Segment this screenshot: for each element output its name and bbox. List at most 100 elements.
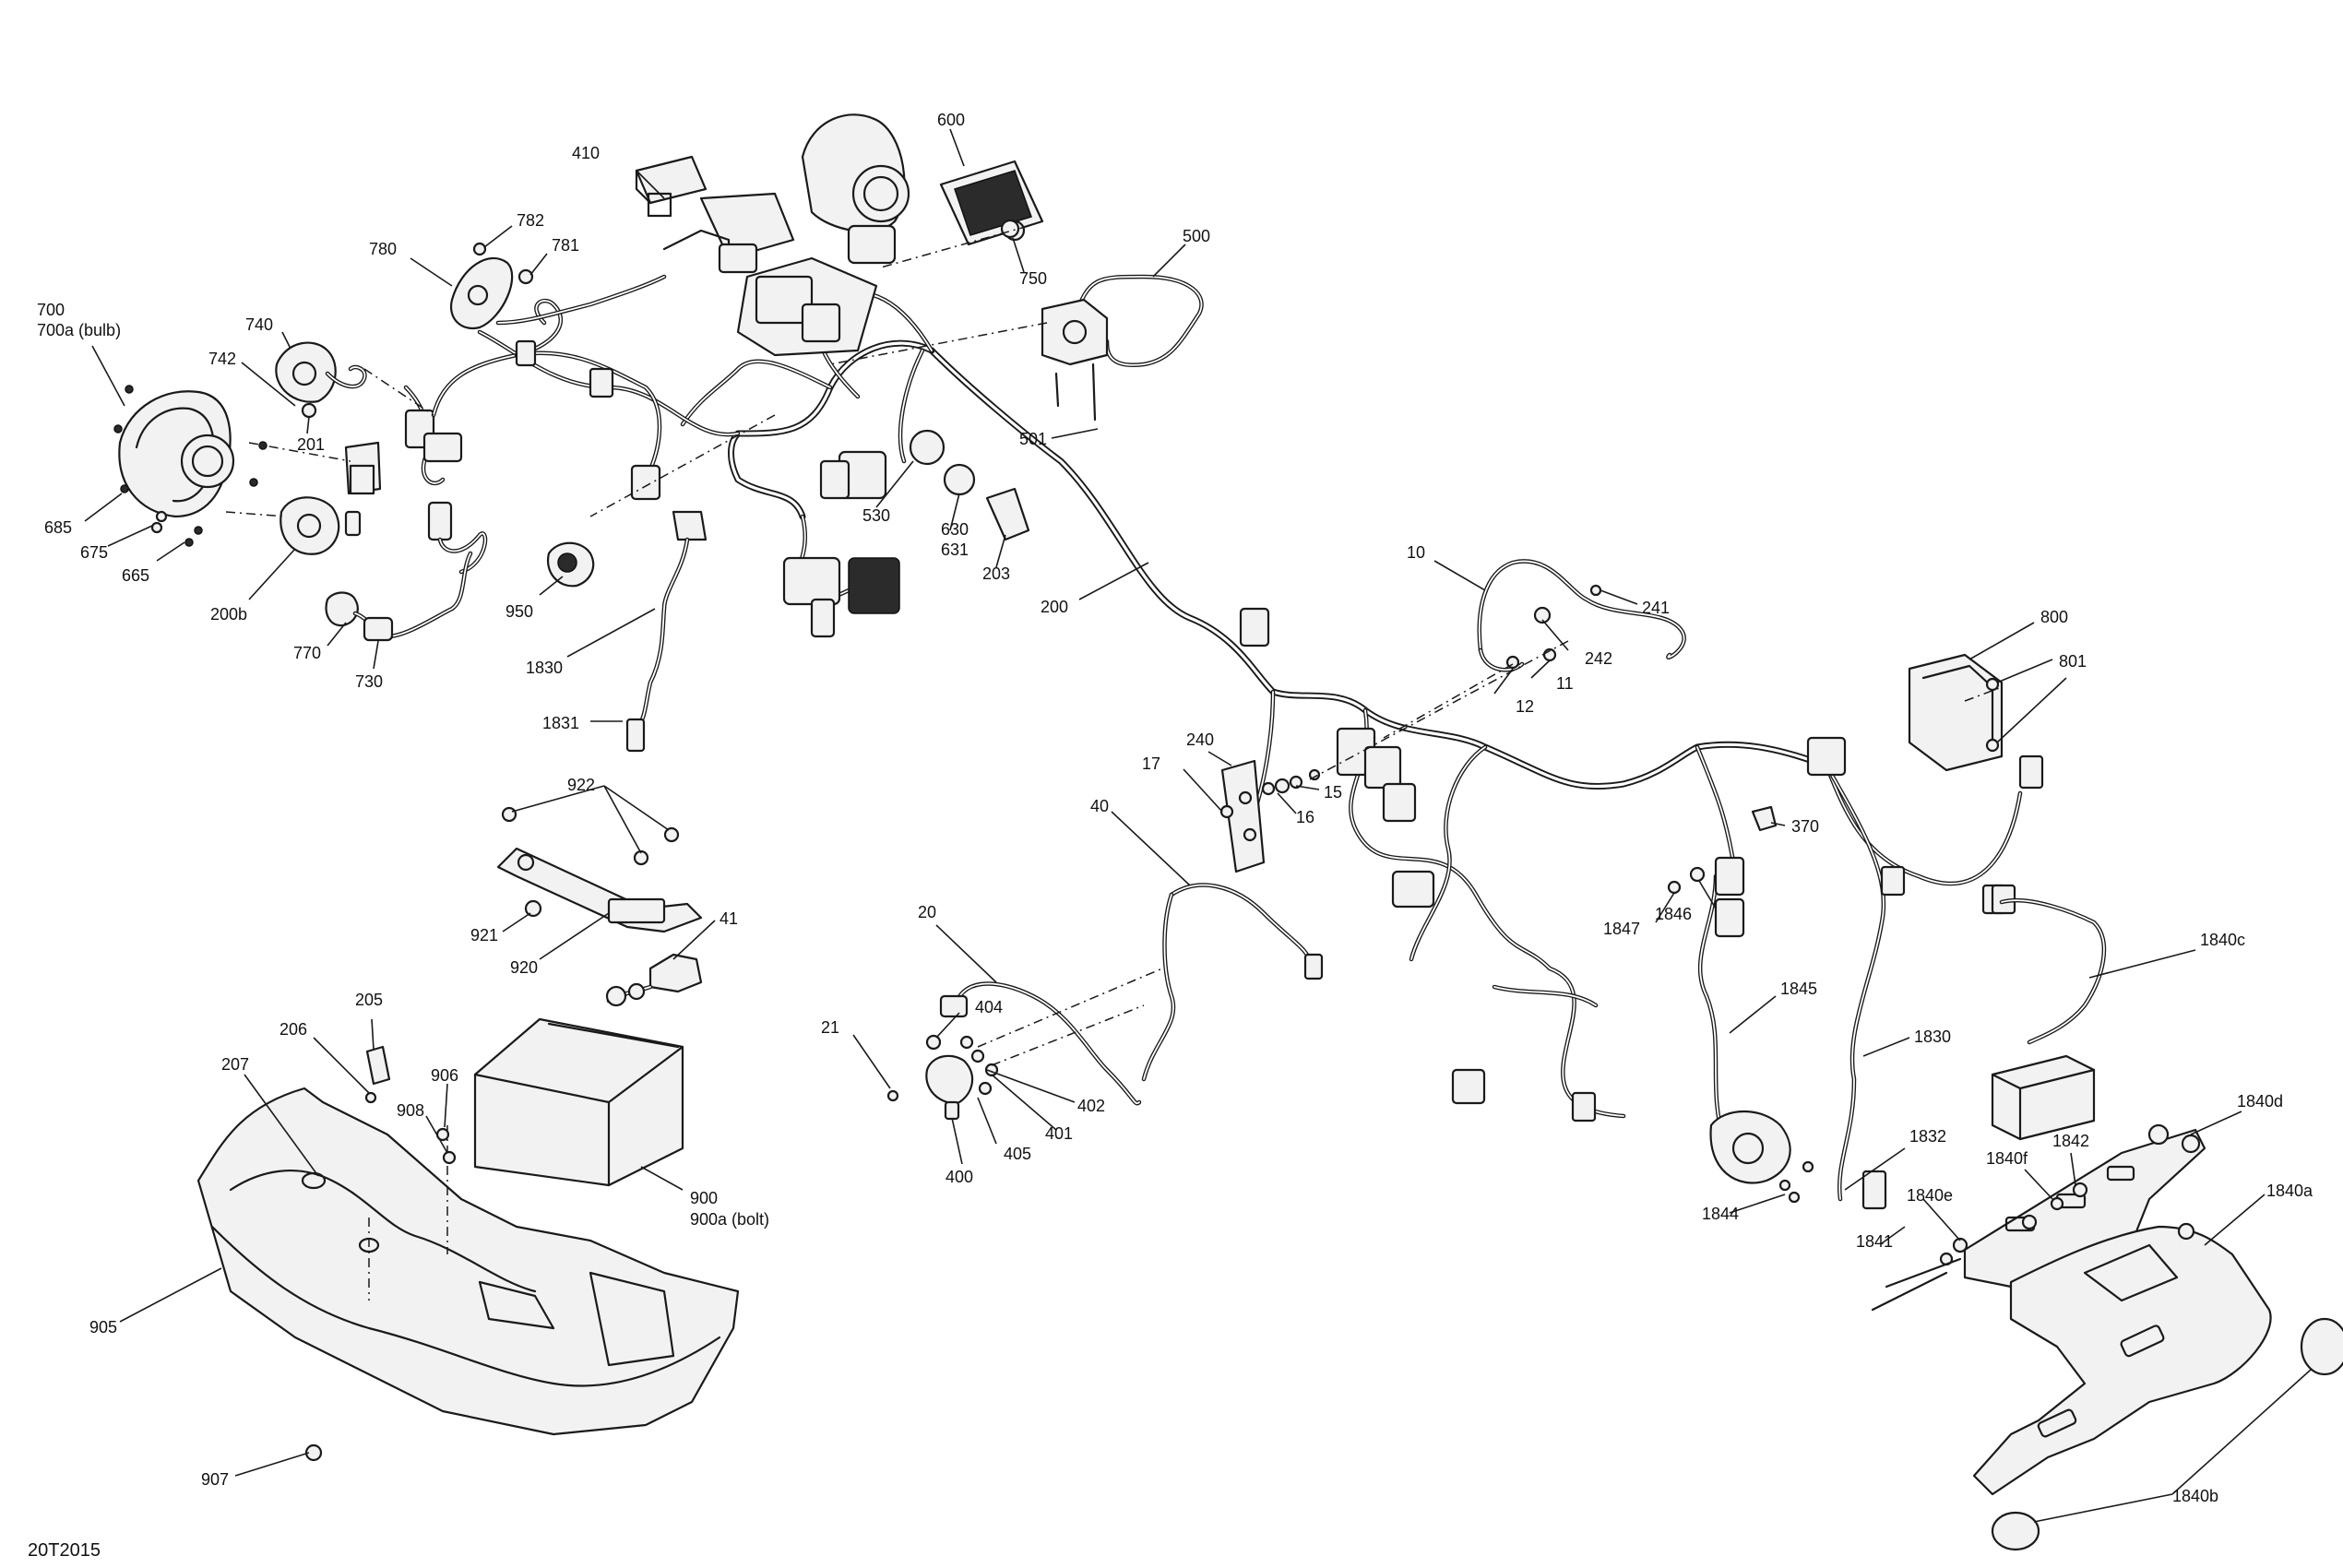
callout-1830-right: 1830 xyxy=(1914,1028,1951,1046)
part-800-module xyxy=(1908,653,2004,772)
callout-10: 10 xyxy=(1407,543,1425,562)
part-1847 xyxy=(1667,880,1682,895)
connector-group-left xyxy=(344,385,488,575)
callout-750: 750 xyxy=(1019,269,1047,288)
callout-17: 17 xyxy=(1142,754,1160,773)
callout-205: 205 xyxy=(355,991,383,1009)
callout-1840c: 1840c xyxy=(2200,931,2245,949)
callout-370: 370 xyxy=(1791,817,1819,836)
callout-11: 11 xyxy=(1556,674,1574,693)
callout-630: 630 xyxy=(941,520,969,539)
part-10-harness xyxy=(1477,559,1686,672)
callout-1846: 1846 xyxy=(1655,905,1692,923)
callout-675: 675 xyxy=(80,543,108,562)
main-harness xyxy=(477,291,2044,1210)
assembly-lines xyxy=(225,225,2003,780)
callout-402: 402 xyxy=(1077,1097,1105,1115)
callout-900: 900 xyxy=(690,1189,718,1207)
callout-400: 400 xyxy=(946,1168,973,1186)
callout-16: 16 xyxy=(1296,808,1314,826)
part-200b-socket xyxy=(279,496,362,555)
callout-500: 500 xyxy=(1183,227,1210,245)
callout-240: 240 xyxy=(1186,731,1214,749)
part-630-sensor xyxy=(909,429,1030,541)
callout-700: 700 xyxy=(37,301,65,319)
callout-501: 501 xyxy=(1019,430,1047,448)
callout-404: 404 xyxy=(975,998,1003,1016)
callout-401: 401 xyxy=(1045,1124,1073,1143)
callout-20: 20 xyxy=(918,903,936,921)
part-950-switch xyxy=(546,541,595,588)
leader-lines xyxy=(84,128,2312,1523)
part-1840a-license-bracket xyxy=(1871,1123,2343,1551)
callout-631: 631 xyxy=(941,540,969,559)
callout-782: 782 xyxy=(517,211,544,230)
part-700-headlight xyxy=(113,385,268,547)
callout-900a: 900a (bolt) xyxy=(690,1210,769,1229)
part-20-40-cables xyxy=(939,883,1324,1106)
relay-box xyxy=(662,113,910,638)
callout-907: 907 xyxy=(201,1470,229,1489)
callout-410: 410 xyxy=(572,144,600,162)
part-600-ecu-module xyxy=(939,160,1044,246)
callout-1842: 1842 xyxy=(2052,1132,2089,1150)
callout-1840e: 1840e xyxy=(1907,1186,1953,1205)
callout-920: 920 xyxy=(510,958,538,977)
part-1840c-lamp xyxy=(1991,897,2107,1141)
callout-405: 405 xyxy=(1004,1145,1031,1163)
callout-15: 15 xyxy=(1324,783,1342,802)
callout-12: 12 xyxy=(1516,697,1534,716)
callout-665: 665 xyxy=(122,566,149,585)
part-1846 xyxy=(1689,866,1706,883)
callout-242: 242 xyxy=(1585,649,1612,668)
part-370-clip xyxy=(1751,805,1778,832)
callout-200: 200 xyxy=(1041,598,1068,616)
callout-201: 201 xyxy=(297,435,325,454)
tray-hardware xyxy=(304,1045,457,1462)
callout-1830-left: 1830 xyxy=(526,659,563,677)
callout-41: 41 xyxy=(720,909,738,928)
callout-1844: 1844 xyxy=(1702,1205,1739,1223)
callout-40: 40 xyxy=(1090,797,1109,815)
part-770-730-lamp xyxy=(325,551,473,642)
callout-1831: 1831 xyxy=(542,714,579,732)
callout-780: 780 xyxy=(369,240,397,258)
callout-203: 203 xyxy=(982,564,1010,583)
callout-241: 241 xyxy=(1642,599,1670,617)
callout-770: 770 xyxy=(293,644,321,662)
callout-700a: 700a (bulb) xyxy=(37,321,121,339)
callout-740: 740 xyxy=(245,315,273,334)
callout-730: 730 xyxy=(355,672,383,691)
callout-781: 781 xyxy=(552,236,579,255)
callout-530: 530 xyxy=(862,506,890,525)
part-780-bracket xyxy=(449,242,534,330)
callout-600: 600 xyxy=(937,111,965,129)
part-920-bracket xyxy=(496,806,703,933)
callout-1841: 1841 xyxy=(1856,1232,1893,1251)
part-240-bracket xyxy=(1219,759,1321,873)
part-410-relay xyxy=(635,155,708,218)
callout-906: 906 xyxy=(431,1066,458,1085)
part-740-lamp xyxy=(275,341,367,419)
callout-922: 922 xyxy=(567,776,595,794)
callout-742: 742 xyxy=(208,350,236,368)
part-900-battery xyxy=(473,1017,684,1187)
part-750-nut xyxy=(1000,219,1020,239)
part-500-harness xyxy=(1041,274,1204,422)
callout-1840d: 1840d xyxy=(2237,1092,2283,1111)
part-1845-horn xyxy=(1709,1110,1814,1204)
callout-1832: 1832 xyxy=(1909,1127,1946,1146)
callout-207: 207 xyxy=(221,1055,249,1074)
callout-908: 908 xyxy=(397,1101,424,1120)
callout-1847: 1847 xyxy=(1603,920,1640,938)
callout-801: 801 xyxy=(2059,652,2087,671)
callout-800: 800 xyxy=(2040,608,2068,626)
callout-905: 905 xyxy=(89,1318,117,1336)
part-905-battery-tray xyxy=(196,1087,740,1436)
callout-206: 206 xyxy=(279,1020,307,1039)
callout-685: 685 xyxy=(44,518,72,537)
callout-950: 950 xyxy=(505,602,533,621)
part-41-battery-cable xyxy=(605,953,703,1007)
callout-1840a: 1840a xyxy=(2266,1182,2313,1200)
